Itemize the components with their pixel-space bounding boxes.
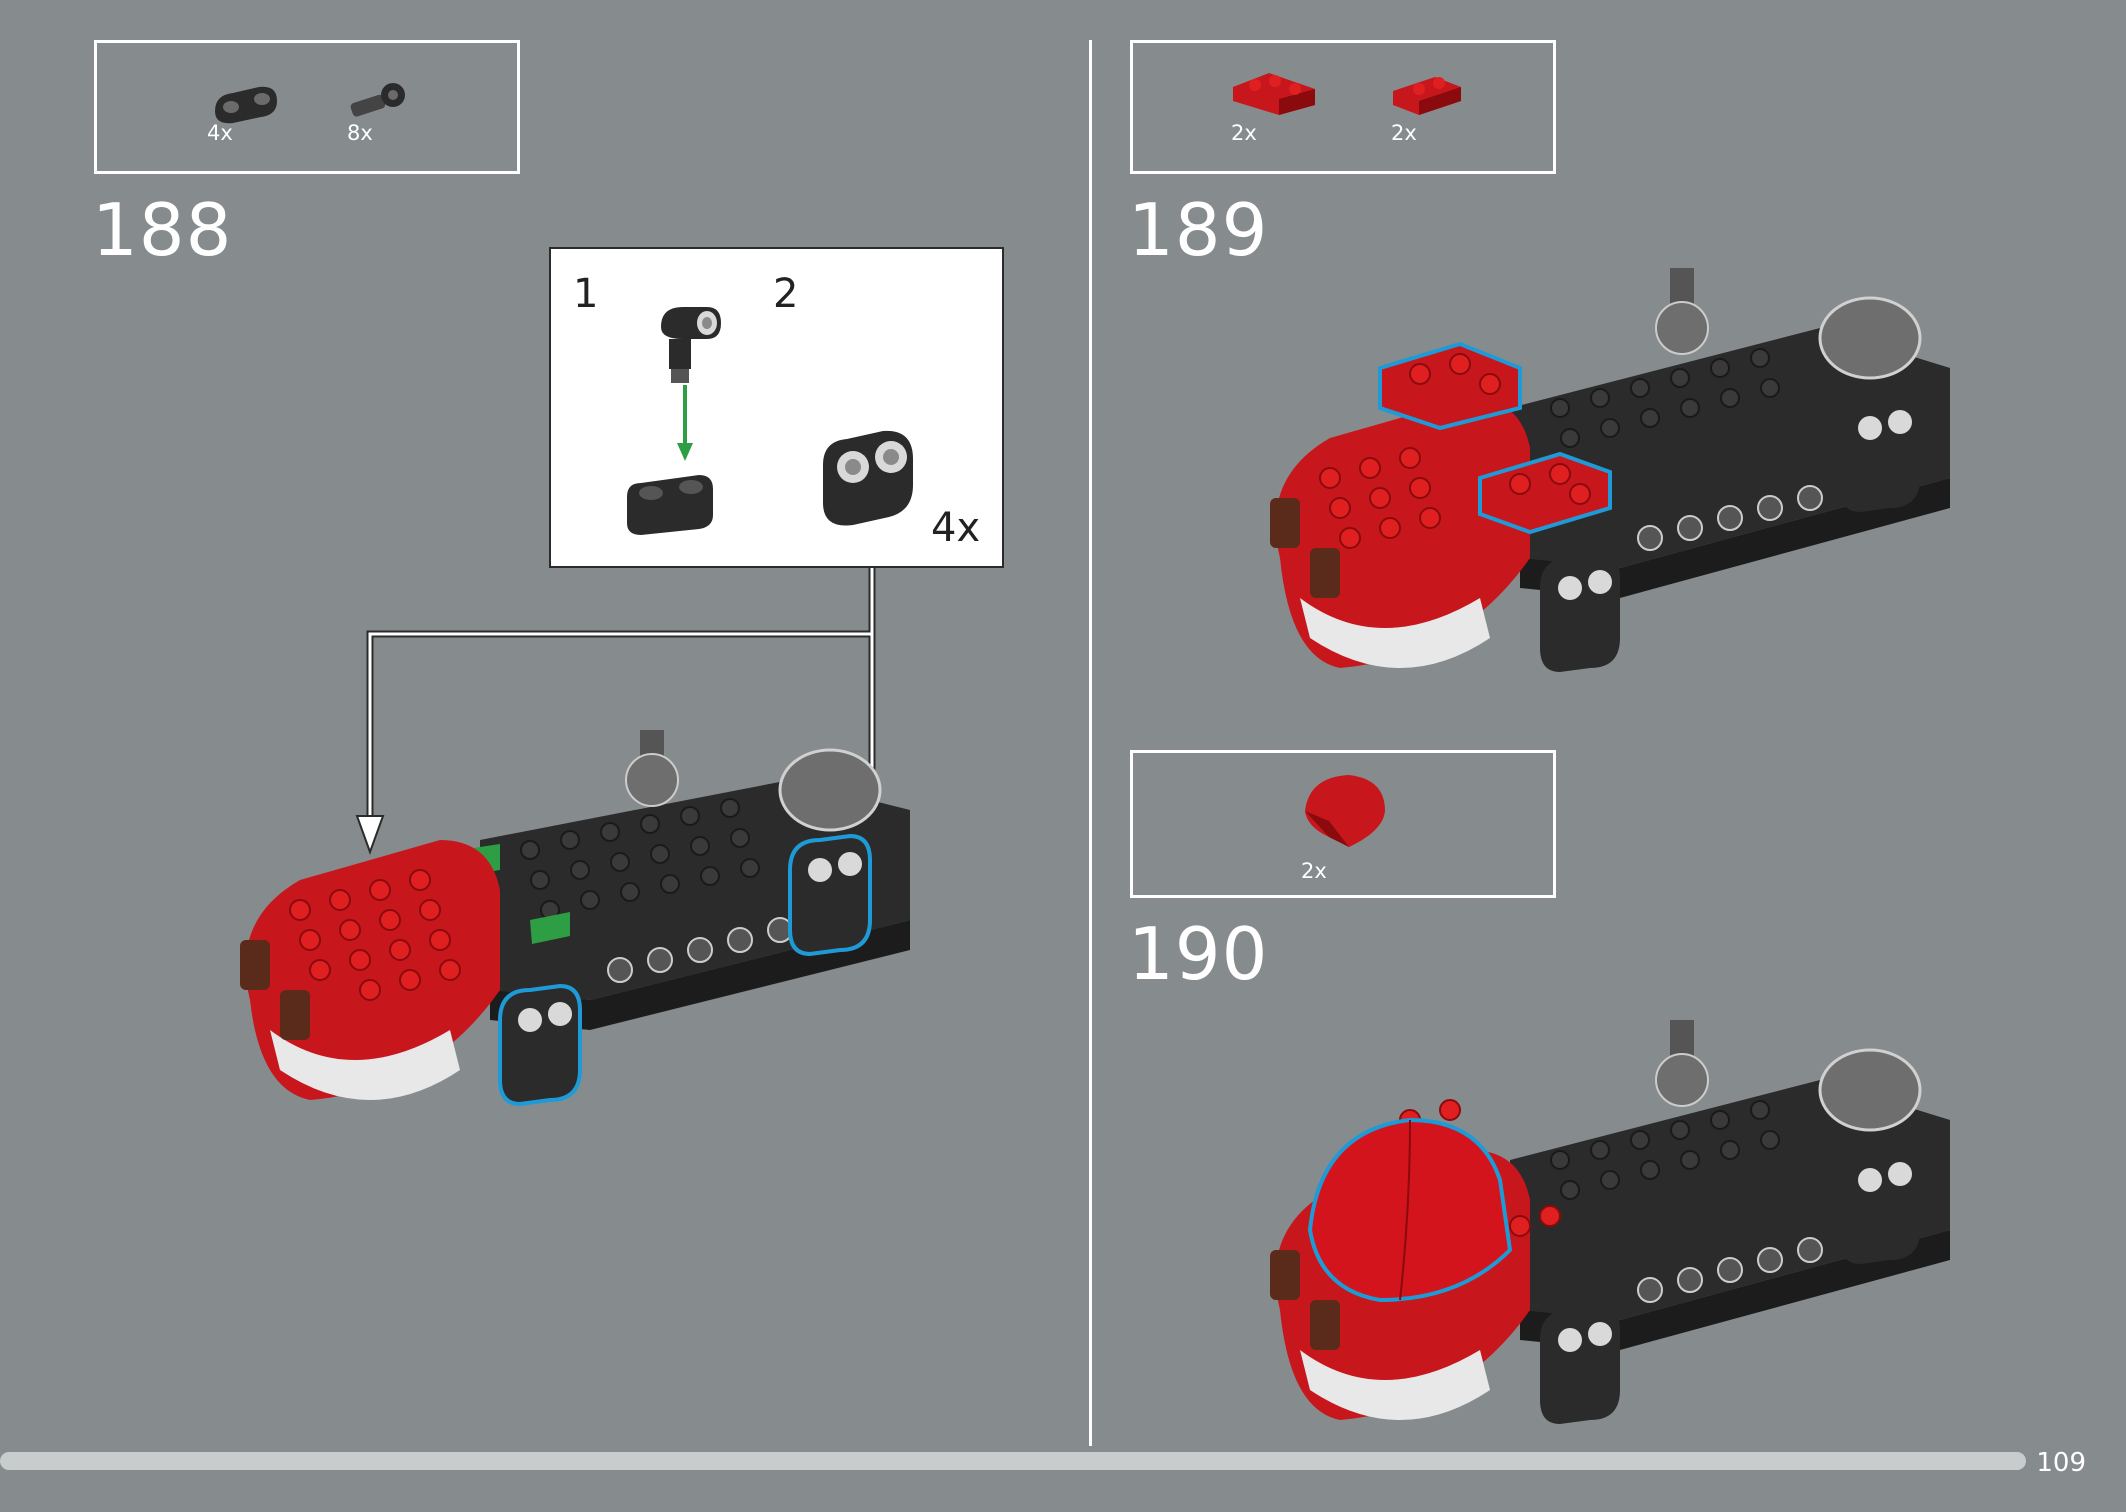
part-qty-189-2: 2x [1391, 121, 1417, 145]
sub-step-1-label: 1 [573, 271, 599, 317]
black-pin-connector-icon [350, 83, 405, 117]
pin-connector-sub-icon [661, 307, 721, 383]
sub-step-2-label: 2 [773, 271, 799, 317]
black-double-connector-icon [215, 86, 277, 124]
part-qty-188-1: 4x [207, 121, 233, 145]
sub-assembly-multiplier: 4x [931, 505, 981, 551]
sub-assembly-callout: 1 2 4x [549, 247, 1004, 568]
part-qty-189-1: 2x [1231, 121, 1257, 145]
page-progress-bar [0, 1452, 2026, 1470]
page-number: 109 [2036, 1448, 2086, 1478]
page-divider [1089, 40, 1092, 1446]
step-number-188: 188 [92, 188, 233, 272]
part-qty-190-1: 2x [1301, 859, 1327, 883]
assembled-connector-icon [823, 430, 913, 526]
green-arrow-icon [677, 385, 693, 461]
red-curved-slope-icon [1305, 775, 1385, 847]
step-number-190: 190 [1128, 912, 1269, 996]
red-corner-plate-icon [1233, 73, 1315, 115]
model-illustration-188 [240, 730, 910, 1107]
parts-list-box-188: 4x 8x [94, 40, 520, 174]
red-plate-1x2-icon [1393, 77, 1461, 115]
model-illustration-190 [1270, 1020, 1950, 1424]
double-connector-sub-icon [627, 475, 713, 535]
parts-list-box-189: 2x 2x [1130, 40, 1556, 174]
model-illustration-189 [1270, 268, 1950, 672]
parts-list-box-190: 2x [1130, 750, 1556, 898]
part-qty-188-2: 8x [347, 121, 373, 145]
step-number-189: 189 [1128, 188, 1269, 272]
